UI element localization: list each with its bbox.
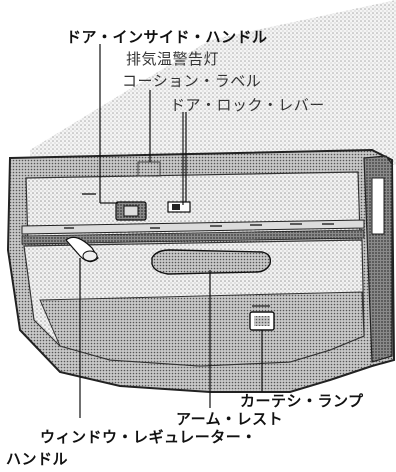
- caution-label-box: [137, 161, 161, 177]
- label-window-regulator-handle-line1: ウィンドウ・レギュレーター・: [40, 428, 257, 446]
- exhaust-warning-lamp: [172, 204, 180, 210]
- pillar-latch: [371, 177, 385, 235]
- door-hinge-pillar: [363, 155, 393, 363]
- label-arm-rest: アーム・レスト: [176, 410, 284, 428]
- trim-detail-marks: [64, 193, 334, 229]
- leader-lines: [79, 44, 263, 418]
- window-glass-area: [30, 0, 396, 165]
- trim-moulding-strip-lower: [21, 229, 365, 245]
- label-door-lock-lever: ドア・ロック・レバー: [170, 96, 325, 114]
- courtesy-lamp-lens: [254, 316, 270, 326]
- window-regulator-knob: [82, 250, 98, 262]
- arm-rest: [151, 249, 272, 275]
- label-caution-label: コーション・ラベル: [122, 72, 262, 90]
- door-inside-handle-grip: [123, 205, 139, 217]
- door-kick-panel: [39, 291, 365, 367]
- label-courtesy-lamp: カーテシ・ランプ: [240, 392, 364, 410]
- label-window-regulator-handle-line2: ハンドル: [6, 450, 69, 468]
- label-exhaust-temp-warning-lamp: 排気温警告灯: [126, 50, 220, 68]
- trim-moulding-strip: [21, 219, 365, 235]
- label-door-inside-handle: ドア・インサイド・ハンドル: [66, 28, 268, 46]
